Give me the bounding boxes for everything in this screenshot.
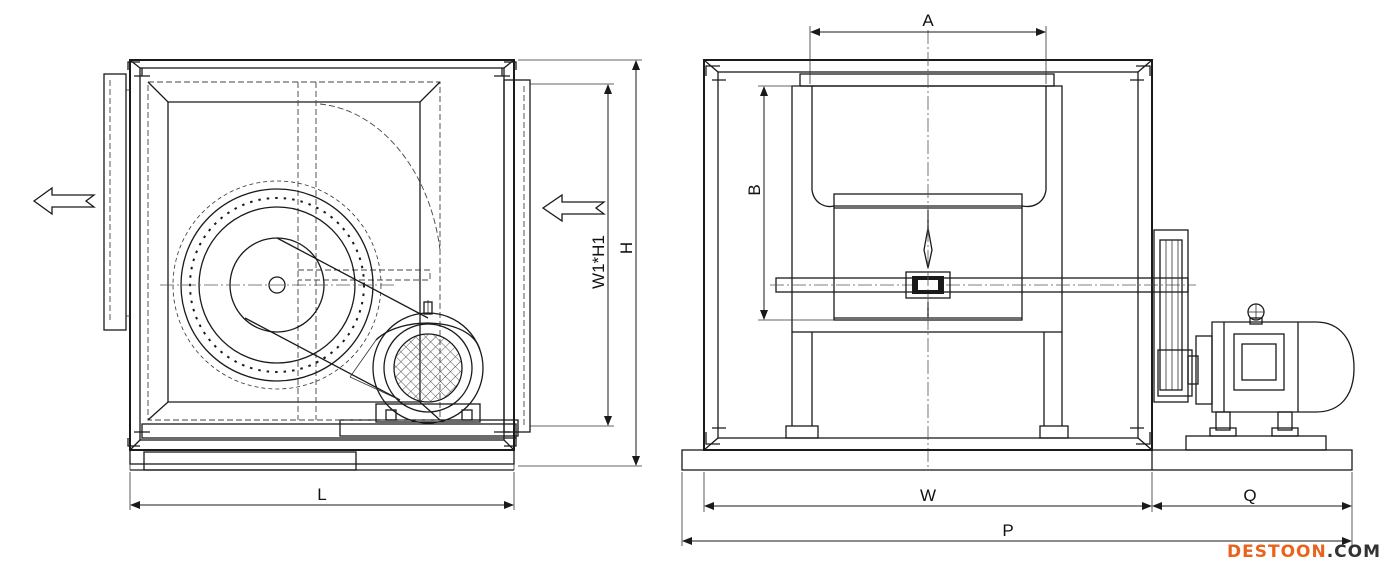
fan-support-stand [785, 73, 1069, 439]
dimension-label-w1h1: W1*H1 [589, 235, 608, 289]
watermark-logo: DESTOON.COM [1227, 542, 1381, 562]
side-view: L W1*H1 H [32, 59, 642, 510]
dimension-label-l: L [317, 485, 326, 504]
dimension-length: L [129, 472, 515, 510]
side-outlet-flange [103, 73, 130, 331]
side-inlet-flange [503, 79, 531, 433]
dimension-label-h: H [617, 242, 636, 254]
dimension-total: P [681, 472, 1352, 546]
dimension-motor-extension: Q [1152, 472, 1353, 546]
dimension-inlet: W1*H1 [530, 83, 614, 427]
side-motor [349, 300, 484, 424]
dimension-outlet-height: B [745, 85, 834, 321]
dimension-label-w: W [920, 486, 936, 505]
front-view: A B W Q P [681, 11, 1355, 546]
outlet-flow-arrow-icon [32, 186, 96, 216]
dimension-label-p: P [1002, 521, 1013, 540]
electric-motor [1185, 303, 1355, 451]
svg-text:DESTOON.COM: DESTOON.COM [1227, 542, 1381, 562]
dimension-label-a: A [922, 11, 934, 30]
dimension-height: H [518, 59, 642, 467]
watermark-suffix: .COM [1327, 542, 1381, 562]
pulley-guard [1153, 229, 1193, 403]
impeller [160, 180, 394, 390]
watermark-brand: DESTOON [1227, 542, 1327, 562]
drive-belt [244, 237, 429, 401]
dimension-width: W [703, 472, 1153, 512]
inlet-flow-arrow-icon [541, 193, 606, 223]
front-base-frame [681, 449, 1353, 471]
dimension-label-b: B [745, 184, 764, 195]
side-cabinet-frame [127, 59, 519, 471]
dimension-label-q: Q [1243, 486, 1256, 505]
dimension-outlet-width: A [809, 11, 1047, 84]
